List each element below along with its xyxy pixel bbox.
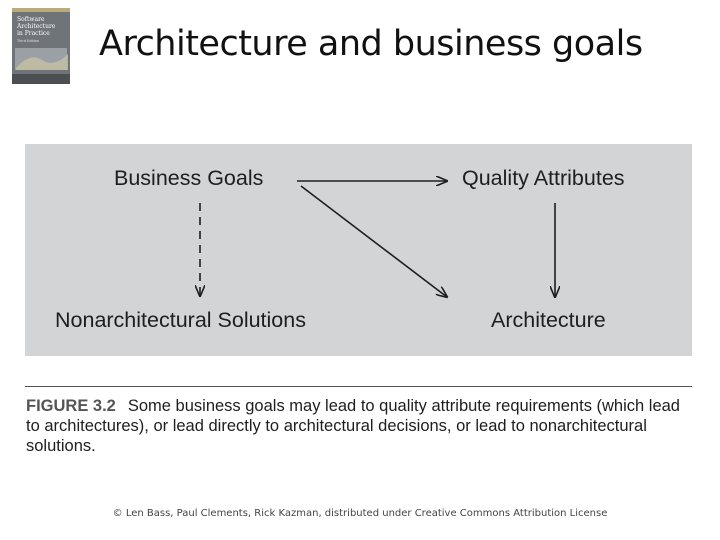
book-edition: Third Edition <box>16 39 39 43</box>
node-quality-attributes: Quality Attributes <box>462 166 625 190</box>
figure-diagram <box>25 144 692 356</box>
node-business-goals: Business Goals <box>114 166 264 190</box>
book-cover-image: Software Architecture in Practice Third … <box>12 8 70 84</box>
node-architecture: Architecture <box>491 308 606 332</box>
book-title-line-1: Software <box>17 16 45 23</box>
book-title-line-3: in Practice <box>17 30 50 37</box>
caption-label: FIGURE 3.2 <box>26 397 116 415</box>
node-nonarchitectural-solutions: Nonarchitectural Solutions <box>55 308 306 332</box>
caption-text: Some business goals may lead to quality … <box>26 397 680 455</box>
slide-footer: © Len Bass, Paul Clements, Rick Kazman, … <box>112 508 608 519</box>
caption-divider <box>25 386 692 387</box>
edge-goals-to-architecture <box>300 185 447 297</box>
book-title-line-2: Architecture <box>16 23 56 30</box>
figure-panel: Business Goals Quality Attributes Nonarc… <box>25 144 692 356</box>
slide-title: Architecture and business goals <box>99 24 643 64</box>
